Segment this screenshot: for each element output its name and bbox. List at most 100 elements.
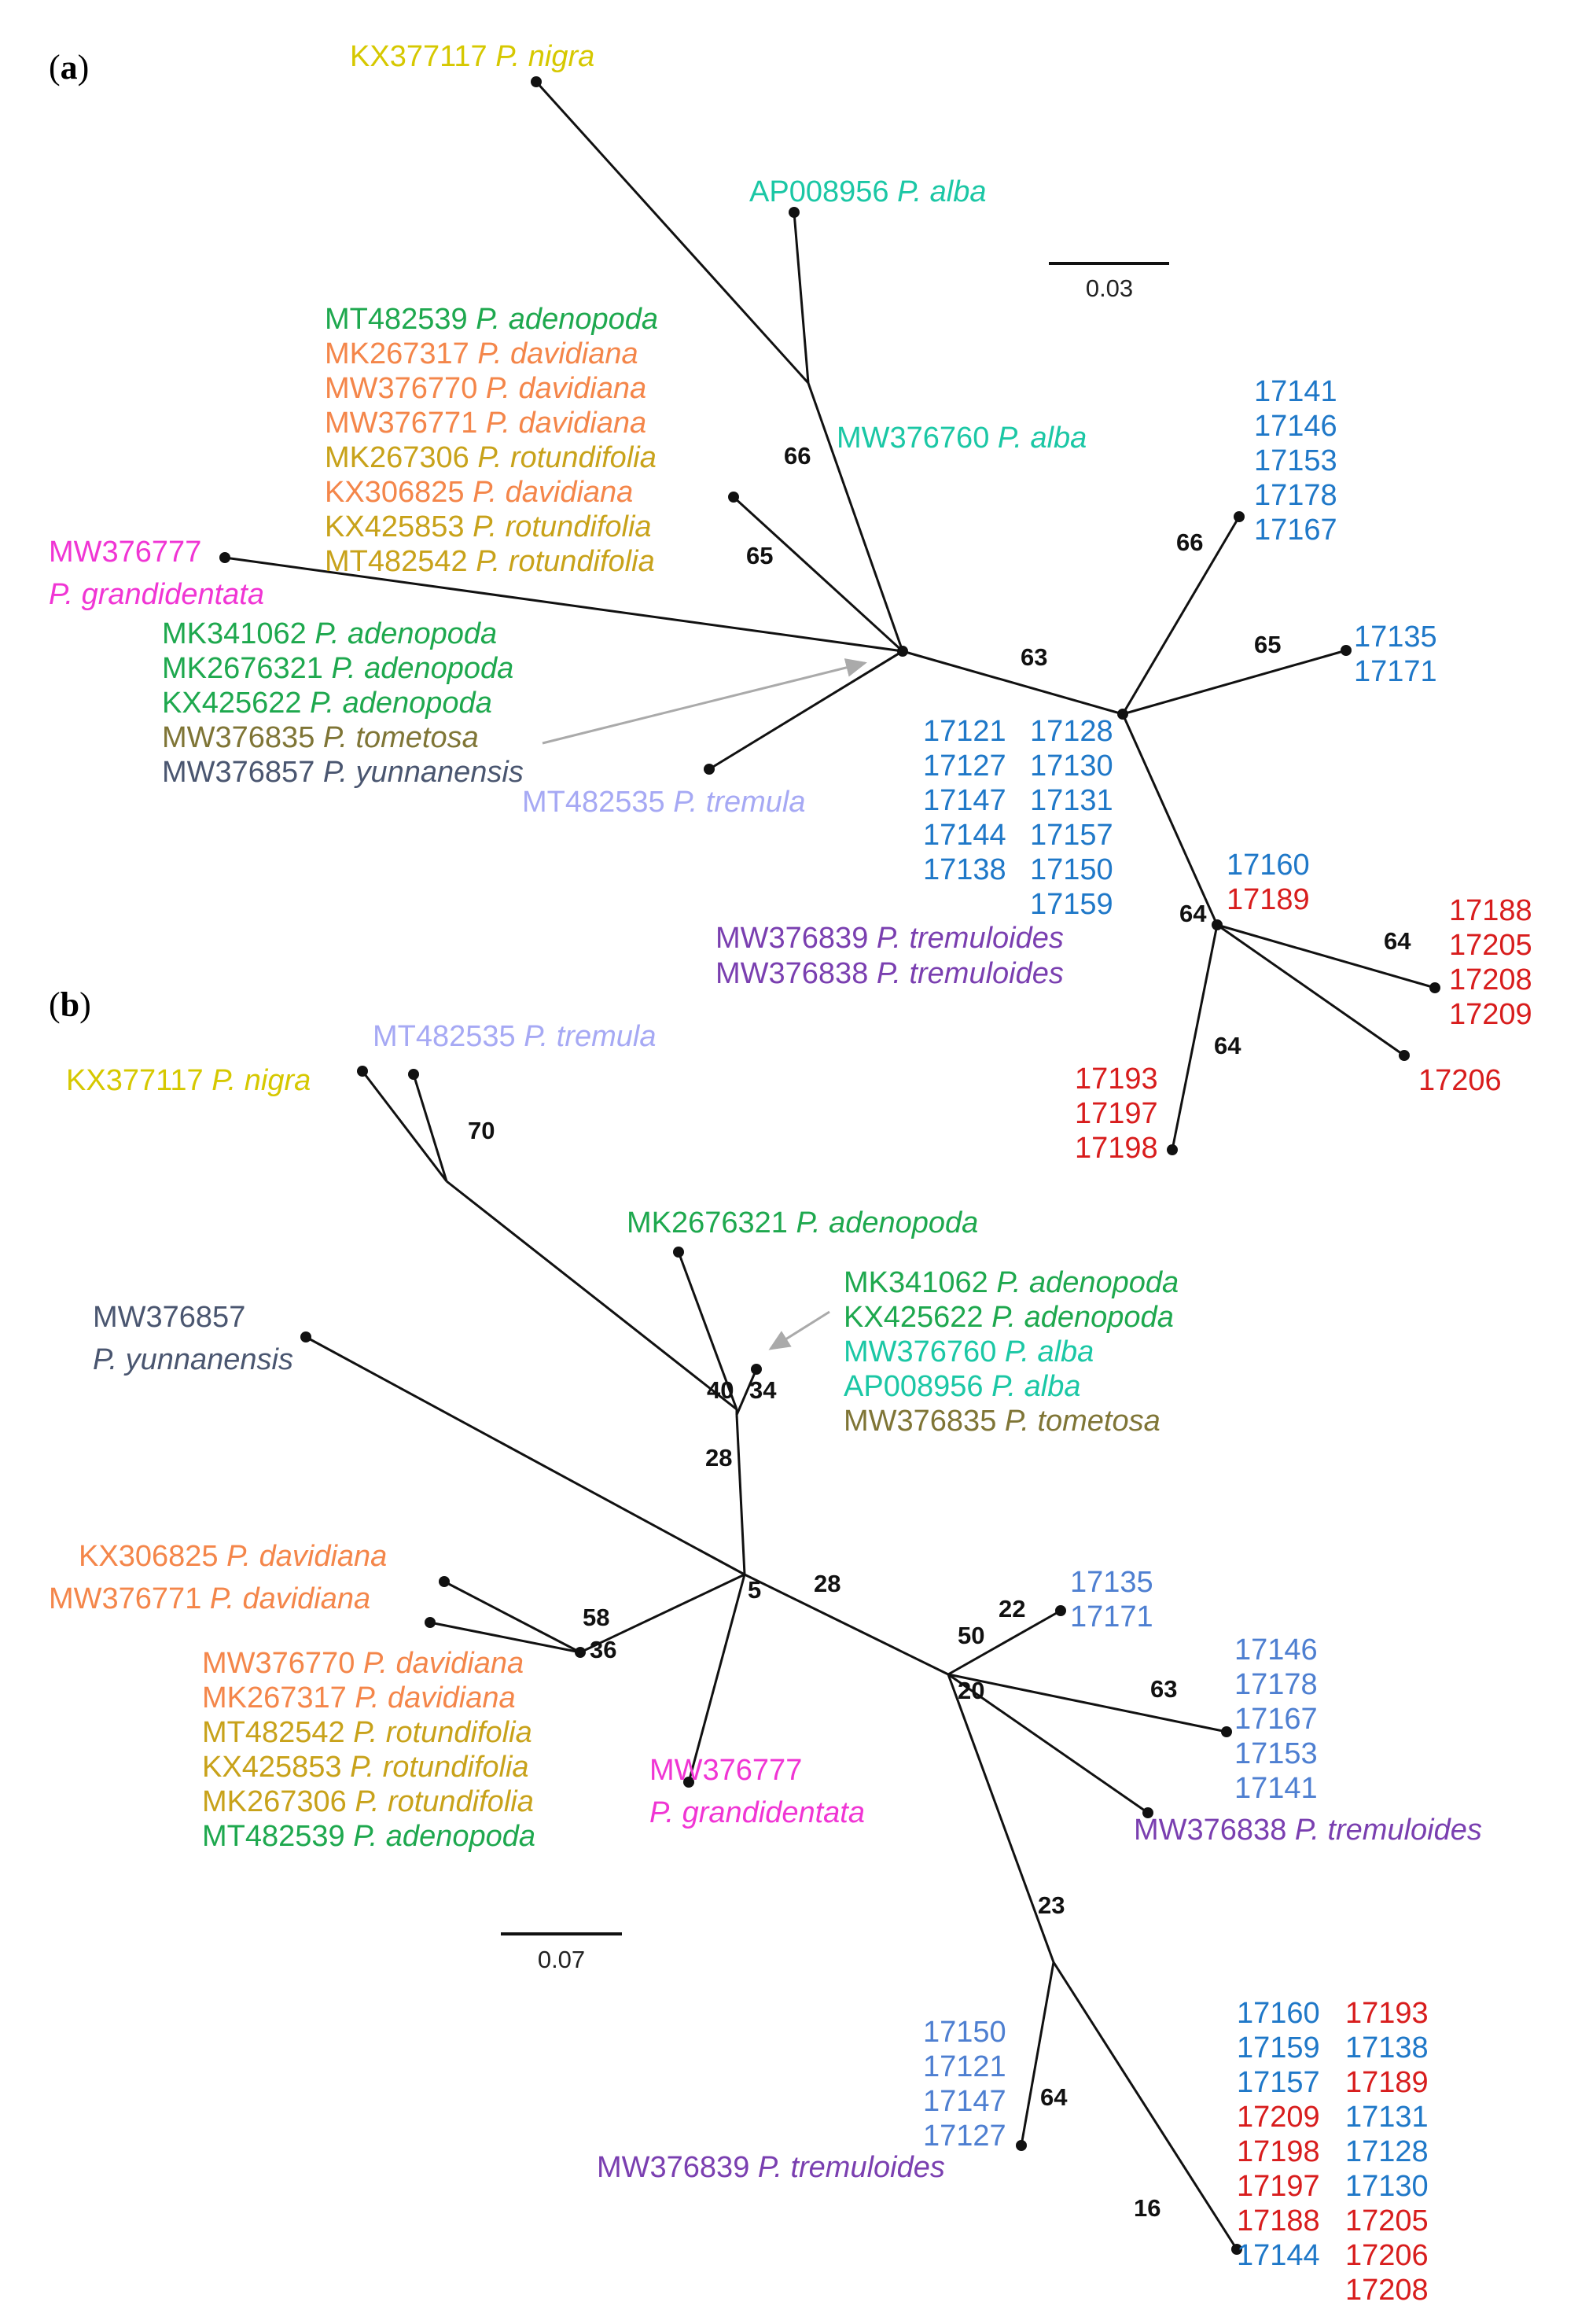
panel-a-branch-ct-r3 xyxy=(1121,713,1219,926)
panel-a-node-r_17206 xyxy=(1399,1050,1410,1061)
sample-id: 17141 xyxy=(1254,375,1337,408)
taxon-label-b-c4: AP008956 P. alba xyxy=(844,1370,1080,1403)
taxon-label-b-yun-acc: MW376857 xyxy=(93,1301,245,1334)
species-name: P. adenopoda xyxy=(476,303,658,336)
taxon-label-a-h2: MK2676321 P. adenopoda xyxy=(162,652,513,685)
accession-text: MW376770 xyxy=(325,372,486,405)
panel-b-node-dav_grp xyxy=(575,1647,586,1658)
accession-text: MK2676321 xyxy=(162,652,332,685)
sample-id: 17141 xyxy=(1234,1772,1318,1805)
taxon-label-b-d1: MW376770 P. davidiana xyxy=(202,1647,524,1680)
accession-text: MK2676321 xyxy=(627,1206,796,1239)
species-name: P. adenopoda xyxy=(332,652,514,685)
accession-text: MW376771 xyxy=(49,1582,210,1615)
panel-a-node-r_big xyxy=(1429,982,1440,993)
panel-b-node-yunnan xyxy=(300,1331,311,1342)
sample-id: 17205 xyxy=(1345,2204,1429,2237)
bootstrap-value: 63 xyxy=(1021,643,1047,671)
sample-id: 17121 xyxy=(923,715,1006,748)
taxon-label-b-mw376839: MW376839 P. tremuloides xyxy=(597,2151,945,2184)
taxon-label-b-d5: MK267306 P. rotundifolia xyxy=(202,1785,534,1818)
species-name: P. adenopoda xyxy=(353,1820,535,1853)
taxon-label-a-grand-acc: MW376777 xyxy=(49,536,201,569)
panel-b-node-g16 xyxy=(1231,2244,1242,2255)
bootstrap-value: 64 xyxy=(1040,2083,1068,2111)
sample-id: 17206 xyxy=(1345,2239,1429,2272)
species-name: P. davidiana xyxy=(486,407,646,440)
sample-id: 17131 xyxy=(1030,784,1113,817)
arrow-a xyxy=(542,658,867,745)
accession-text: MW376760 xyxy=(837,422,998,455)
panel-a-branch-hub-adeno_grp xyxy=(732,495,904,653)
taxon-label-b-c5: MW376835 P. tometosa xyxy=(844,1405,1160,1438)
panel-a-node-b_top xyxy=(1234,511,1245,522)
sample-id: 17193 xyxy=(1345,1997,1429,2030)
species-name: P. nigra xyxy=(211,1064,311,1097)
sample-id: 17153 xyxy=(1254,444,1337,477)
accession-text: MW376760 xyxy=(844,1335,1005,1368)
accession-text: AP008956 xyxy=(749,175,897,208)
species-name: P. grandidentata xyxy=(49,578,264,611)
sample-id: 17171 xyxy=(1070,1600,1153,1633)
accession-text: KX306825 xyxy=(79,1540,226,1573)
accession-text: MW376835 xyxy=(162,721,323,754)
species-name: P. tometosa xyxy=(323,721,479,754)
sample-id: 17144 xyxy=(923,819,1006,852)
panel-b-branch-dav-kx306825 xyxy=(443,1580,581,1654)
panel-b-branch-t23-g16 xyxy=(1052,1961,1238,2250)
panel-b-node-cluster xyxy=(751,1364,762,1375)
accession-text: MK267317 xyxy=(202,1681,355,1714)
bootstrap-value: 58 xyxy=(583,1604,609,1631)
panel-b-node-adeno xyxy=(673,1247,684,1258)
taxon-label-b-nigra: KX377117 P. nigra xyxy=(66,1064,311,1097)
taxon-label-a-h5: MW376857 P. yunnanensis xyxy=(162,756,524,789)
sample-id: 17209 xyxy=(1237,2101,1320,2134)
sample-id: 17167 xyxy=(1234,1703,1318,1736)
taxon-label-b-tremula: MT482535 P. tremula xyxy=(373,1020,657,1053)
taxon-label-b-mw376771: MW376771 P. davidiana xyxy=(49,1582,370,1615)
panel-b-branch-root-yunnan xyxy=(305,1335,745,1576)
panel-a-branch-ab-alba_ap xyxy=(793,212,810,384)
taxon-label-a-g6: KX306825 P. davidiana xyxy=(325,476,633,509)
species-name: P. adenopoda xyxy=(796,1206,979,1239)
accession-text: MT482539 xyxy=(325,303,476,336)
sample-id: 17171 xyxy=(1354,655,1437,688)
species-name: P. adenopoda xyxy=(991,1301,1174,1334)
taxon-label-a-g7: KX425853 P. rotundifolia xyxy=(325,510,652,543)
taxon-label-a-nigra: KX377117 P. nigra xyxy=(350,40,594,73)
sample-id: 17146 xyxy=(1234,1633,1318,1667)
bootstrap-value: 66 xyxy=(784,442,811,470)
sample-id: 17198 xyxy=(1237,2135,1320,2168)
bootstrap-value: 70 xyxy=(468,1117,495,1144)
sample-id: 17159 xyxy=(1237,2031,1320,2064)
sample-id: 17131 xyxy=(1345,2101,1429,2134)
sample-id: 17128 xyxy=(1030,715,1113,748)
panel-a-node-nigra xyxy=(531,76,542,87)
sample-id: 17138 xyxy=(1345,2031,1429,2064)
taxon-label-a-h1: MK341062 P. adenopoda xyxy=(162,617,497,650)
sample-id: 17208 xyxy=(1449,963,1532,996)
panel-b-node-mw376838 xyxy=(1142,1807,1153,1818)
bootstrap-value: 28 xyxy=(705,1444,732,1471)
panel-b-node-tremula xyxy=(408,1069,419,1080)
accession-text: MK267317 xyxy=(325,337,477,370)
panel-b-branch-p70-nigra xyxy=(361,1070,448,1182)
accession-text: MT482535 xyxy=(373,1020,524,1053)
panel-a-label: (a) xyxy=(49,48,89,87)
sample-id: 17135 xyxy=(1070,1566,1153,1599)
panel-a-branch-ab-nigra xyxy=(535,80,810,385)
panel-a-branch-r3-r_17206 xyxy=(1216,923,1405,1057)
species-name: P. rotundifolia xyxy=(473,510,651,543)
panel-a-node-tremula xyxy=(704,764,715,775)
panel-a-node-alba_ap xyxy=(789,207,800,218)
species-name: P. rotundifolia xyxy=(477,441,656,474)
panel-a-branch-r3-r_big xyxy=(1216,923,1436,989)
species-name: P. alba xyxy=(991,1370,1080,1403)
accession-text: AP008956 xyxy=(844,1370,991,1403)
accession-text: MW376857 xyxy=(162,756,323,789)
scale-bar-b-label: 0.07 xyxy=(538,1946,585,1973)
sample-id: 17146 xyxy=(1254,410,1337,443)
panel-a-branch-hub-tremula xyxy=(708,650,903,771)
species-name: P. tremuloides xyxy=(1295,1814,1482,1847)
